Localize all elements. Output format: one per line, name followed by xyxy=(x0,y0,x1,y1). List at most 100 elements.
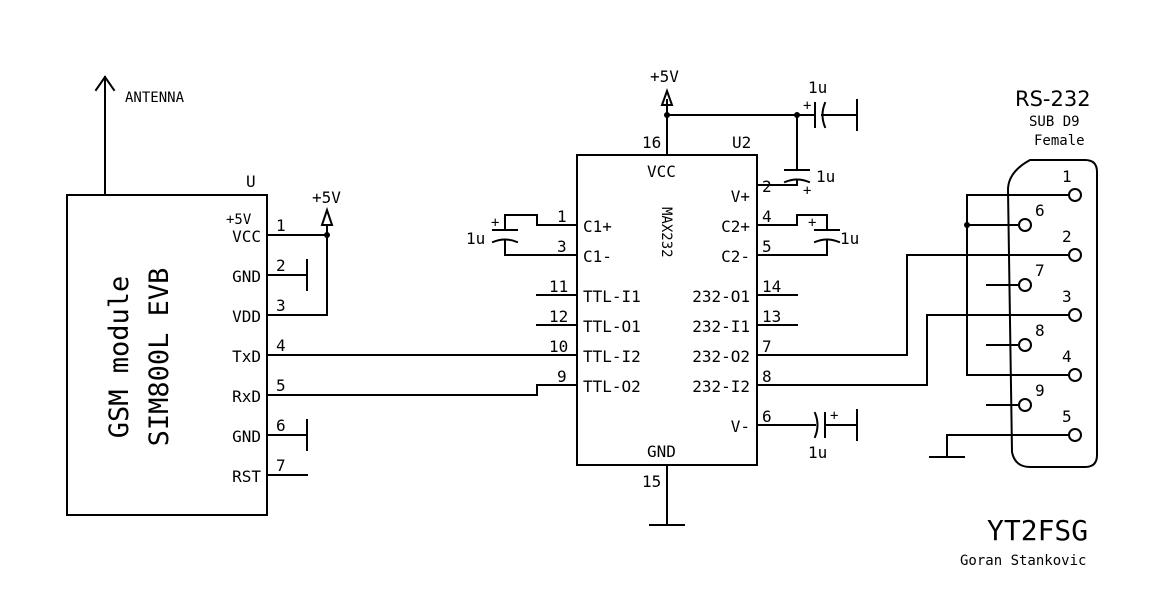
db9-pin-num: 3 xyxy=(1062,287,1072,306)
gsm-pin-num: 3 xyxy=(276,296,286,315)
gsm-pin-num: 1 xyxy=(276,216,286,235)
cap-top-value: 1u xyxy=(808,78,827,97)
db9-pin-num: 2 xyxy=(1062,227,1072,246)
cap-polarity: + xyxy=(830,408,838,424)
db9-pin-num: 4 xyxy=(1062,347,1072,366)
max-pin-num: 2 xyxy=(762,177,772,196)
max-pin-num: 11 xyxy=(549,277,568,296)
max-pin-name: TTL-I1 xyxy=(583,287,641,306)
max-pin-name: C2- xyxy=(721,247,750,266)
gsm-module-label-2: SIM800L EVB xyxy=(144,268,175,447)
net-232-i2 xyxy=(756,314,1068,386)
db9-pin xyxy=(1018,218,1032,232)
gsm-module-ref: U xyxy=(246,172,256,191)
max-pin-num: 5 xyxy=(762,237,772,256)
max-pin-name: V+ xyxy=(731,187,750,206)
gsm-pin-name: TxD xyxy=(232,347,261,366)
max-pin-num: 7 xyxy=(762,337,772,356)
cap-polarity: + xyxy=(808,215,816,231)
c2-plus-net xyxy=(756,214,828,231)
junction-dot xyxy=(964,222,970,228)
db9-pin-num: 7 xyxy=(1035,261,1045,280)
gsm-module: U GSM module SIM800L EVB ANTENNA +5V 1 2… xyxy=(66,75,578,516)
max-pin-name: TTL-O2 xyxy=(583,377,641,396)
cap-polarity: + xyxy=(803,98,811,114)
connector-title: RS-232 xyxy=(1015,87,1091,111)
db9-pin-num: 1 xyxy=(1062,167,1072,186)
cap-vminus-value: 1u xyxy=(808,443,827,462)
db9-pin xyxy=(1068,188,1082,202)
max-pin-name: 232-O1 xyxy=(692,287,750,306)
max232-ref: U2 xyxy=(732,133,751,152)
cap-vplus-value: 1u xyxy=(816,167,835,186)
max-pin-num: 3 xyxy=(557,237,567,256)
author-name: Goran Stankovic xyxy=(960,553,1086,569)
gsm-pin-num: 2 xyxy=(276,256,286,275)
max-pin-name: TTL-O1 xyxy=(583,317,641,336)
max-pin-name: TTL-I2 xyxy=(583,347,641,366)
antenna-label: ANTENNA xyxy=(125,90,185,106)
supply-arrow-gsm xyxy=(320,206,334,226)
gsm-pin-num: 4 xyxy=(276,336,286,355)
gsm-pin-num: 5 xyxy=(276,376,286,395)
author-callsign: YT2FSG xyxy=(987,514,1088,547)
db9-pin xyxy=(1018,338,1032,352)
connector-type: SUB D9 xyxy=(1029,114,1080,130)
db9-pin xyxy=(1068,368,1082,382)
gsm-pin-num: 6 xyxy=(276,416,286,435)
db9-pin xyxy=(1018,398,1032,412)
gsm-pin-name: GND xyxy=(232,427,261,446)
cap-polarity: + xyxy=(491,215,499,231)
net-gnd-5 xyxy=(946,434,1068,456)
max232-part-label: MAX232 xyxy=(658,207,674,258)
max-pin-name: 232-I1 xyxy=(692,317,750,336)
max-pin-name: 232-O2 xyxy=(692,347,750,366)
junction-dot xyxy=(664,112,670,118)
db9-shell xyxy=(1006,159,1098,468)
max-supply-label: +5V xyxy=(650,67,679,86)
gsm-pin-name: GND xyxy=(232,267,261,286)
max-pin-num: 9 xyxy=(557,367,567,386)
gsm-pin-name: RST xyxy=(232,467,261,486)
net-loop-1-4 xyxy=(966,194,1068,376)
max232-vcc-pin: 16 xyxy=(642,133,661,152)
db9-pin xyxy=(1068,308,1082,322)
gsm-pin-num: 7 xyxy=(276,456,286,475)
connector-gender: Female xyxy=(1034,133,1085,149)
max232-vcc-label: VCC xyxy=(647,162,676,181)
gsm-pin-name: RxD xyxy=(232,387,261,406)
db9-pin xyxy=(1018,278,1032,292)
junction-dot xyxy=(324,232,330,238)
gsm-pin-name: VCC xyxy=(232,227,261,246)
net-232-o2 xyxy=(756,254,1068,356)
max232-gnd-pin: 15 xyxy=(642,472,661,491)
db9-connector: RS-232 SUB D9 Female 1 6 2 7 3 8 4 9 5 xyxy=(1006,87,1098,468)
antenna-arrow xyxy=(94,75,116,92)
max-pin-name: C1- xyxy=(583,247,612,266)
max-pin-name: C1+ xyxy=(583,217,612,236)
db9-pin-num: 5 xyxy=(1062,407,1072,426)
gsm-module-label-1: GSM module xyxy=(104,276,135,439)
max-pin-num: 13 xyxy=(762,307,781,326)
db9-pin-num: 9 xyxy=(1035,381,1045,400)
db9-pin-num: 6 xyxy=(1035,201,1045,220)
c1-minus-net xyxy=(504,239,578,256)
max-pin-num: 12 xyxy=(549,307,568,326)
gsm-pin1-sub: +5V xyxy=(226,212,252,228)
c1-plus-net xyxy=(504,214,578,231)
db9-pin xyxy=(1068,248,1082,262)
cap-polarity: + xyxy=(803,183,811,199)
max-pin-num: 4 xyxy=(762,207,772,226)
max-pin-num: 1 xyxy=(557,207,567,226)
cap-vminus-plate-a xyxy=(813,411,819,439)
max232-gnd-label: GND xyxy=(647,442,676,461)
max-pin-num: 10 xyxy=(549,337,568,356)
c2-minus-net xyxy=(756,239,828,256)
cap-c2-value: 1u xyxy=(840,229,859,248)
rxd-net xyxy=(266,384,578,396)
max-pin-name: 232-I2 xyxy=(692,377,750,396)
cap-c1-value: 1u xyxy=(466,229,485,248)
db9-pin xyxy=(1068,428,1082,442)
gsm-pin-name: VDD xyxy=(232,307,261,326)
